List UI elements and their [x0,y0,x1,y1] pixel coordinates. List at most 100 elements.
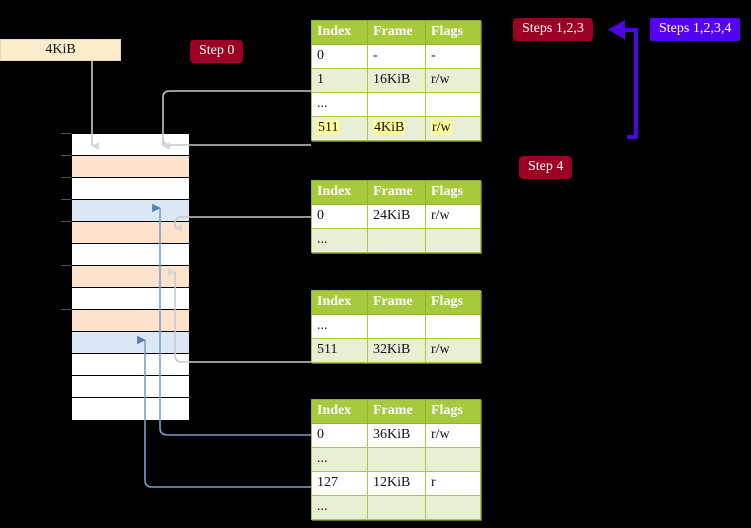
memory-frame-row [72,222,189,244]
column-header-flags: Flags [425,399,481,424]
cell-frame: 36KiB [367,423,426,448]
cell-flags [425,228,481,253]
cell-flags [425,495,481,520]
column-header-index: Index [311,290,368,315]
table-row: 127 12KiB r [311,471,481,496]
wire-table3-to-memory [167,268,311,363]
frame-tick [61,199,72,200]
physical-memory-frames [71,133,190,421]
cell-flags-value: r/w [431,120,452,135]
cell-flags: - [425,44,481,69]
memory-frame-row [72,288,189,310]
cell-frame: 32KiB [367,338,426,363]
cell-index: ... [311,228,368,253]
cell-frame [367,447,426,472]
column-header-index: Index [311,399,368,424]
table-row: ... [311,92,481,117]
frame-tick [61,133,72,134]
table-row: 0 - - [311,44,481,69]
column-header-flags: Flags [425,290,481,315]
table-row: ... [311,314,481,339]
memory-frame-row [72,200,189,222]
memory-frame-row [72,354,189,376]
cell-index: ... [311,447,368,472]
cell-frame-value: 4KiB [373,120,406,135]
memory-frame-row [72,156,189,178]
cell-flags: r [425,471,481,496]
cell-frame: 4KiB [367,116,426,141]
memory-frame-row [72,134,189,156]
memory-frame-row [72,244,189,266]
cell-flags: r/w [425,68,481,93]
table-row-highlighted: 511 4KiB r/w [311,116,481,141]
cell-frame [367,495,426,520]
frame-tick [61,177,72,178]
cell-frame: 16KiB [367,68,426,93]
cell-index: 0 [311,204,368,229]
column-header-flags: Flags [425,180,481,205]
cell-index: 511 [311,338,368,363]
cell-frame [367,314,426,339]
column-header-frame: Frame [367,180,426,205]
memory-frame-row [72,376,189,398]
cell-index: ... [311,92,368,117]
column-header-frame: Frame [367,399,426,424]
page-table-level-1: Index Frame Flags 0 - - 1 16KiB r/w ... [311,20,481,141]
steps-bracket [612,28,638,139]
cell-index: 1 [311,68,368,93]
cell-index: 0 [311,44,368,69]
step-4-label: Step 4 [519,156,573,179]
cell-frame [367,92,426,117]
steps-1-2-3-4-label: Steps 1,2,3,4 [650,18,741,41]
steps-bracket-arrowhead [608,20,625,40]
cell-flags: r/w [425,423,481,448]
column-header-frame: Frame [367,290,426,315]
cell-frame [367,228,426,253]
frame-tick [61,221,72,222]
steps-1-2-3-label: Steps 1,2,3 [513,18,593,41]
column-header-index: Index [311,180,368,205]
column-header-index: Index [311,20,368,45]
virtual-page-4kib-box: 4KiB [0,39,121,61]
memory-frame-row [72,266,189,288]
cell-index: 127 [311,471,368,496]
cell-index: ... [311,314,368,339]
table-row: ... [311,228,481,253]
frame-tick [61,309,72,310]
cell-flags [425,447,481,472]
step-0-label: Step 0 [190,40,244,63]
page-table-level-4: Index Frame Flags 0 36KiB r/w ... 127 12… [311,399,481,520]
page-table-level-3: Index Frame Flags ... 511 32KiB r/w [311,290,481,363]
cell-flags [425,92,481,117]
memory-frame-row [72,398,189,420]
cell-flags [425,314,481,339]
table-row: 0 24KiB r/w [311,204,481,229]
table-row: 1 16KiB r/w [311,68,481,93]
cell-frame: - [367,44,426,69]
column-header-flags: Flags [425,20,481,45]
table-header-row: Index Frame Flags [311,180,481,205]
cell-frame: 12KiB [367,471,426,496]
wire-table2-to-memory [174,216,311,232]
memory-frame-row [72,332,189,354]
frame-tick [61,155,72,156]
cell-index: 0 [311,423,368,448]
memory-frame-row [72,310,189,332]
frame-tick [61,265,72,266]
table-row: ... [311,495,481,520]
table-header-row: Index Frame Flags [311,290,481,315]
memory-frame-row [72,178,189,200]
cell-index: ... [311,495,368,520]
cell-flags: r/w [425,204,481,229]
cell-index-value: 511 [317,120,340,135]
cell-flags: r/w [425,338,481,363]
page-table-level-2: Index Frame Flags 0 24KiB r/w ... [311,180,481,253]
table-row: ... [311,447,481,472]
table-row: 511 32KiB r/w [311,338,481,363]
cell-frame: 24KiB [367,204,426,229]
column-header-frame: Frame [367,20,426,45]
table-row: 0 36KiB r/w [311,423,481,448]
table-header-row: Index Frame Flags [311,399,481,424]
cell-flags: r/w [425,116,481,141]
